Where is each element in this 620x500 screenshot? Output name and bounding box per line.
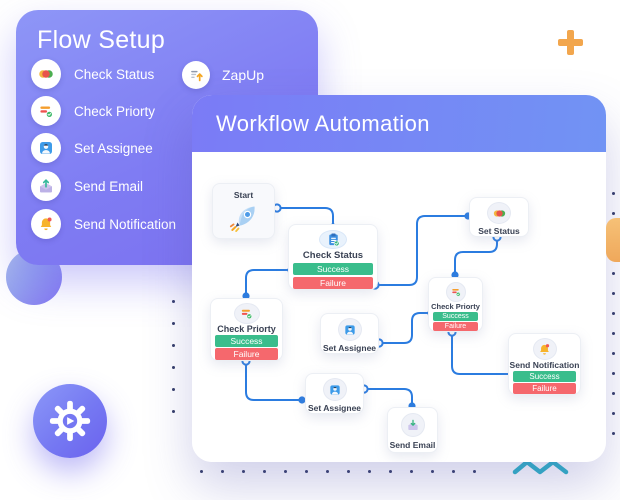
node-label: Set Assignee [307,403,362,413]
success-outcome[interactable]: Success [215,335,278,347]
priority-list-icon [31,96,61,126]
palette-item-set-assignee[interactable]: Set Assignee [31,133,153,163]
workflow-title: Workflow Automation [216,110,430,136]
wire-set-assignee-to-check-priorty [378,312,431,344]
node-label: Send Email [389,440,436,450]
palette-item-check-priorty[interactable]: Check Priorty [31,96,155,126]
gear-play-button[interactable] [33,384,107,458]
workflow-canvas[interactable]: Start Check Status Success Fai [192,152,606,462]
node-set-status[interactable]: Set Status [469,197,529,237]
email-icon [31,171,61,201]
gear-play-icon [49,400,91,442]
node-set-assignee-middle[interactable]: Set Assignee [320,313,379,354]
palette-item-zapup[interactable]: ZapUp [182,61,264,89]
wire-failure-to-set-assignee [245,360,303,401]
failure-outcome[interactable]: Failure [513,383,576,394]
palette-item-check-status[interactable]: Check Status [31,59,154,89]
node-check-priorty-left[interactable]: Check Priorty Success Failure [210,298,283,361]
failure-outcome[interactable]: Failure [215,348,278,360]
node-label: Check Status [302,250,364,261]
status-toggle-icon [31,59,61,89]
node-check-status[interactable]: Check Status Success Failure [288,224,378,290]
zigzag-icon [512,459,569,475]
wire-failure-to-set-status [374,215,469,286]
wire-set-assignee-to-send-email [363,388,413,406]
capsule-decoration [606,218,620,262]
node-send-email[interactable]: Send Email [387,407,438,453]
node-set-assignee-bottom[interactable]: Set Assignee [305,373,364,414]
email-icon [400,413,425,437]
clipboard-check-icon [319,230,347,249]
rocket-icon [229,206,255,232]
bell-icon [31,209,61,239]
node-label: Check Priorty [217,324,276,334]
node-label: Set Assignee [322,343,377,353]
success-outcome[interactable]: Success [433,312,478,321]
failure-outcome[interactable]: Failure [433,322,478,331]
plus-icon [558,30,583,55]
palette-item-label: Set Assignee [74,140,153,156]
status-toggle-icon [487,202,511,224]
palette-item-send-email[interactable]: Send Email [31,171,143,201]
assignee-icon [31,133,61,163]
wire-set-status-to-check-priorty [454,236,498,276]
palette-item-label: Check Status [74,66,155,82]
palette-item-label: Send Email [74,178,144,194]
palette-item-send-notification[interactable]: Send Notification [31,209,176,239]
failure-outcome[interactable]: Failure [293,277,373,289]
success-outcome[interactable]: Success [293,263,373,275]
node-check-priorty-right[interactable]: Check Priorty Success Failure [428,277,483,332]
wire-start-to-check-status [276,207,334,227]
success-outcome[interactable]: Success [513,371,576,382]
assignee-icon [337,318,362,341]
node-send-notification[interactable]: Send Notification Success Failure [508,333,581,395]
zapup-icon [182,61,210,89]
palette-item-label: Check Priorty [74,103,156,119]
assignee-icon [322,378,347,401]
priority-list-icon [233,303,260,324]
bell-icon [532,338,557,360]
flow-setup-title: Flow Setup [37,26,166,54]
node-label: Start [233,190,254,200]
node-label: Send Notification [509,360,580,370]
priority-list-icon [445,282,466,302]
workflow-panel: Workflow Automation [192,95,606,462]
wire-success-to-check-priorty-left [245,269,293,297]
node-label: Check Priorty [431,302,480,311]
node-start[interactable]: Start [212,183,275,239]
palette-item-label: ZapUp [222,67,265,83]
node-label: Set Status [478,226,520,236]
palette-item-label: Send Notification [74,216,177,232]
wire-failure-to-send-notification [451,331,515,375]
workflow-header: Workflow Automation [192,95,606,152]
